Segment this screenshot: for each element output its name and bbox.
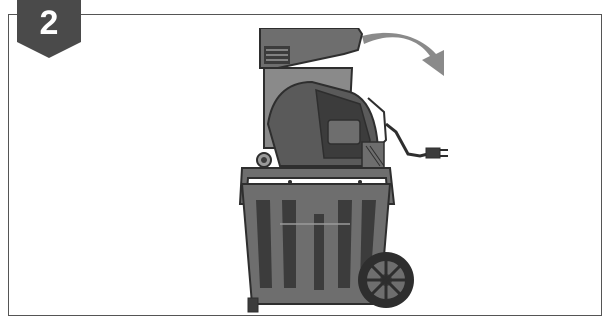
power-plug-icon: [386, 124, 448, 158]
wheel-icon: [358, 252, 414, 308]
garden-shredder-illustration: [220, 28, 480, 318]
step-badge: 2: [17, 0, 81, 58]
step-number: 2: [17, 3, 81, 43]
